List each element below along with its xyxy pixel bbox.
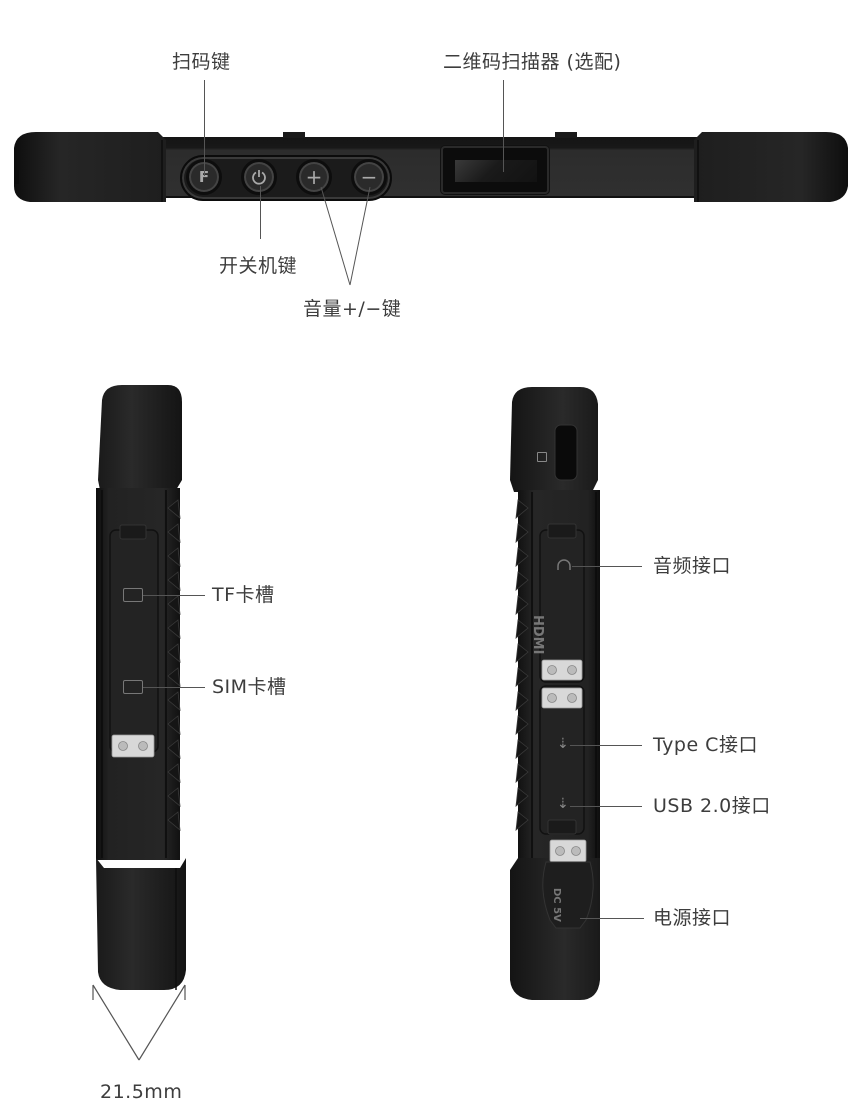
type-c-usb-icon: ⇣	[557, 736, 569, 752]
scan-key-label: 扫码键	[172, 51, 231, 73]
power-button[interactable]	[241, 159, 277, 195]
lock-icon	[537, 452, 547, 462]
thickness-label: 21.5mm	[100, 1081, 183, 1103]
usb-port-leader	[570, 806, 642, 807]
audio-port-label: 音频接口	[653, 555, 732, 577]
usb-icon: ⇣	[557, 796, 569, 812]
power-port-label: 电源接口	[653, 907, 732, 929]
qr-scanner-label: 二维码扫描器 (选配)	[443, 51, 622, 73]
power-port-leader	[580, 918, 644, 919]
power-key-label: 开关机键	[219, 255, 298, 277]
power-icon	[252, 170, 266, 185]
scan-button[interactable]: F	[186, 159, 222, 195]
scan-f-icon: F	[198, 168, 210, 186]
plus-icon: +	[305, 165, 323, 189]
sim-slot-leader	[143, 687, 205, 688]
device-right-side	[510, 387, 600, 1000]
thickness-indicator	[92, 984, 186, 1061]
qr-scanner-leader	[503, 80, 504, 172]
device-left-side	[96, 385, 186, 990]
scanner-glass	[455, 160, 537, 182]
hdmi-marking: HDMI	[530, 615, 545, 655]
power-key-leader	[260, 186, 261, 239]
dc-5v-marking: DC 5V	[551, 888, 562, 922]
volume-keys-label: 音量+/−键	[303, 298, 402, 320]
scan-key-leader	[204, 80, 205, 176]
audio-port-leader	[572, 566, 642, 567]
tf-card-icon	[123, 588, 143, 602]
volume-up-button[interactable]: +	[296, 159, 332, 195]
minus-icon: −	[360, 165, 378, 189]
type-c-port-leader	[570, 745, 642, 746]
sim-card-icon	[123, 680, 143, 694]
sim-slot-label: SIM卡槽	[212, 676, 287, 698]
headphone-icon	[557, 559, 571, 570]
type-c-port-label: Type C接口	[653, 734, 758, 756]
volume-keys-leader	[320, 186, 371, 286]
tf-slot-label: TF卡槽	[212, 584, 275, 606]
tf-slot-leader	[143, 595, 205, 596]
usb-port-label: USB 2.0接口	[653, 795, 771, 817]
qr-scanner-window	[441, 146, 549, 194]
